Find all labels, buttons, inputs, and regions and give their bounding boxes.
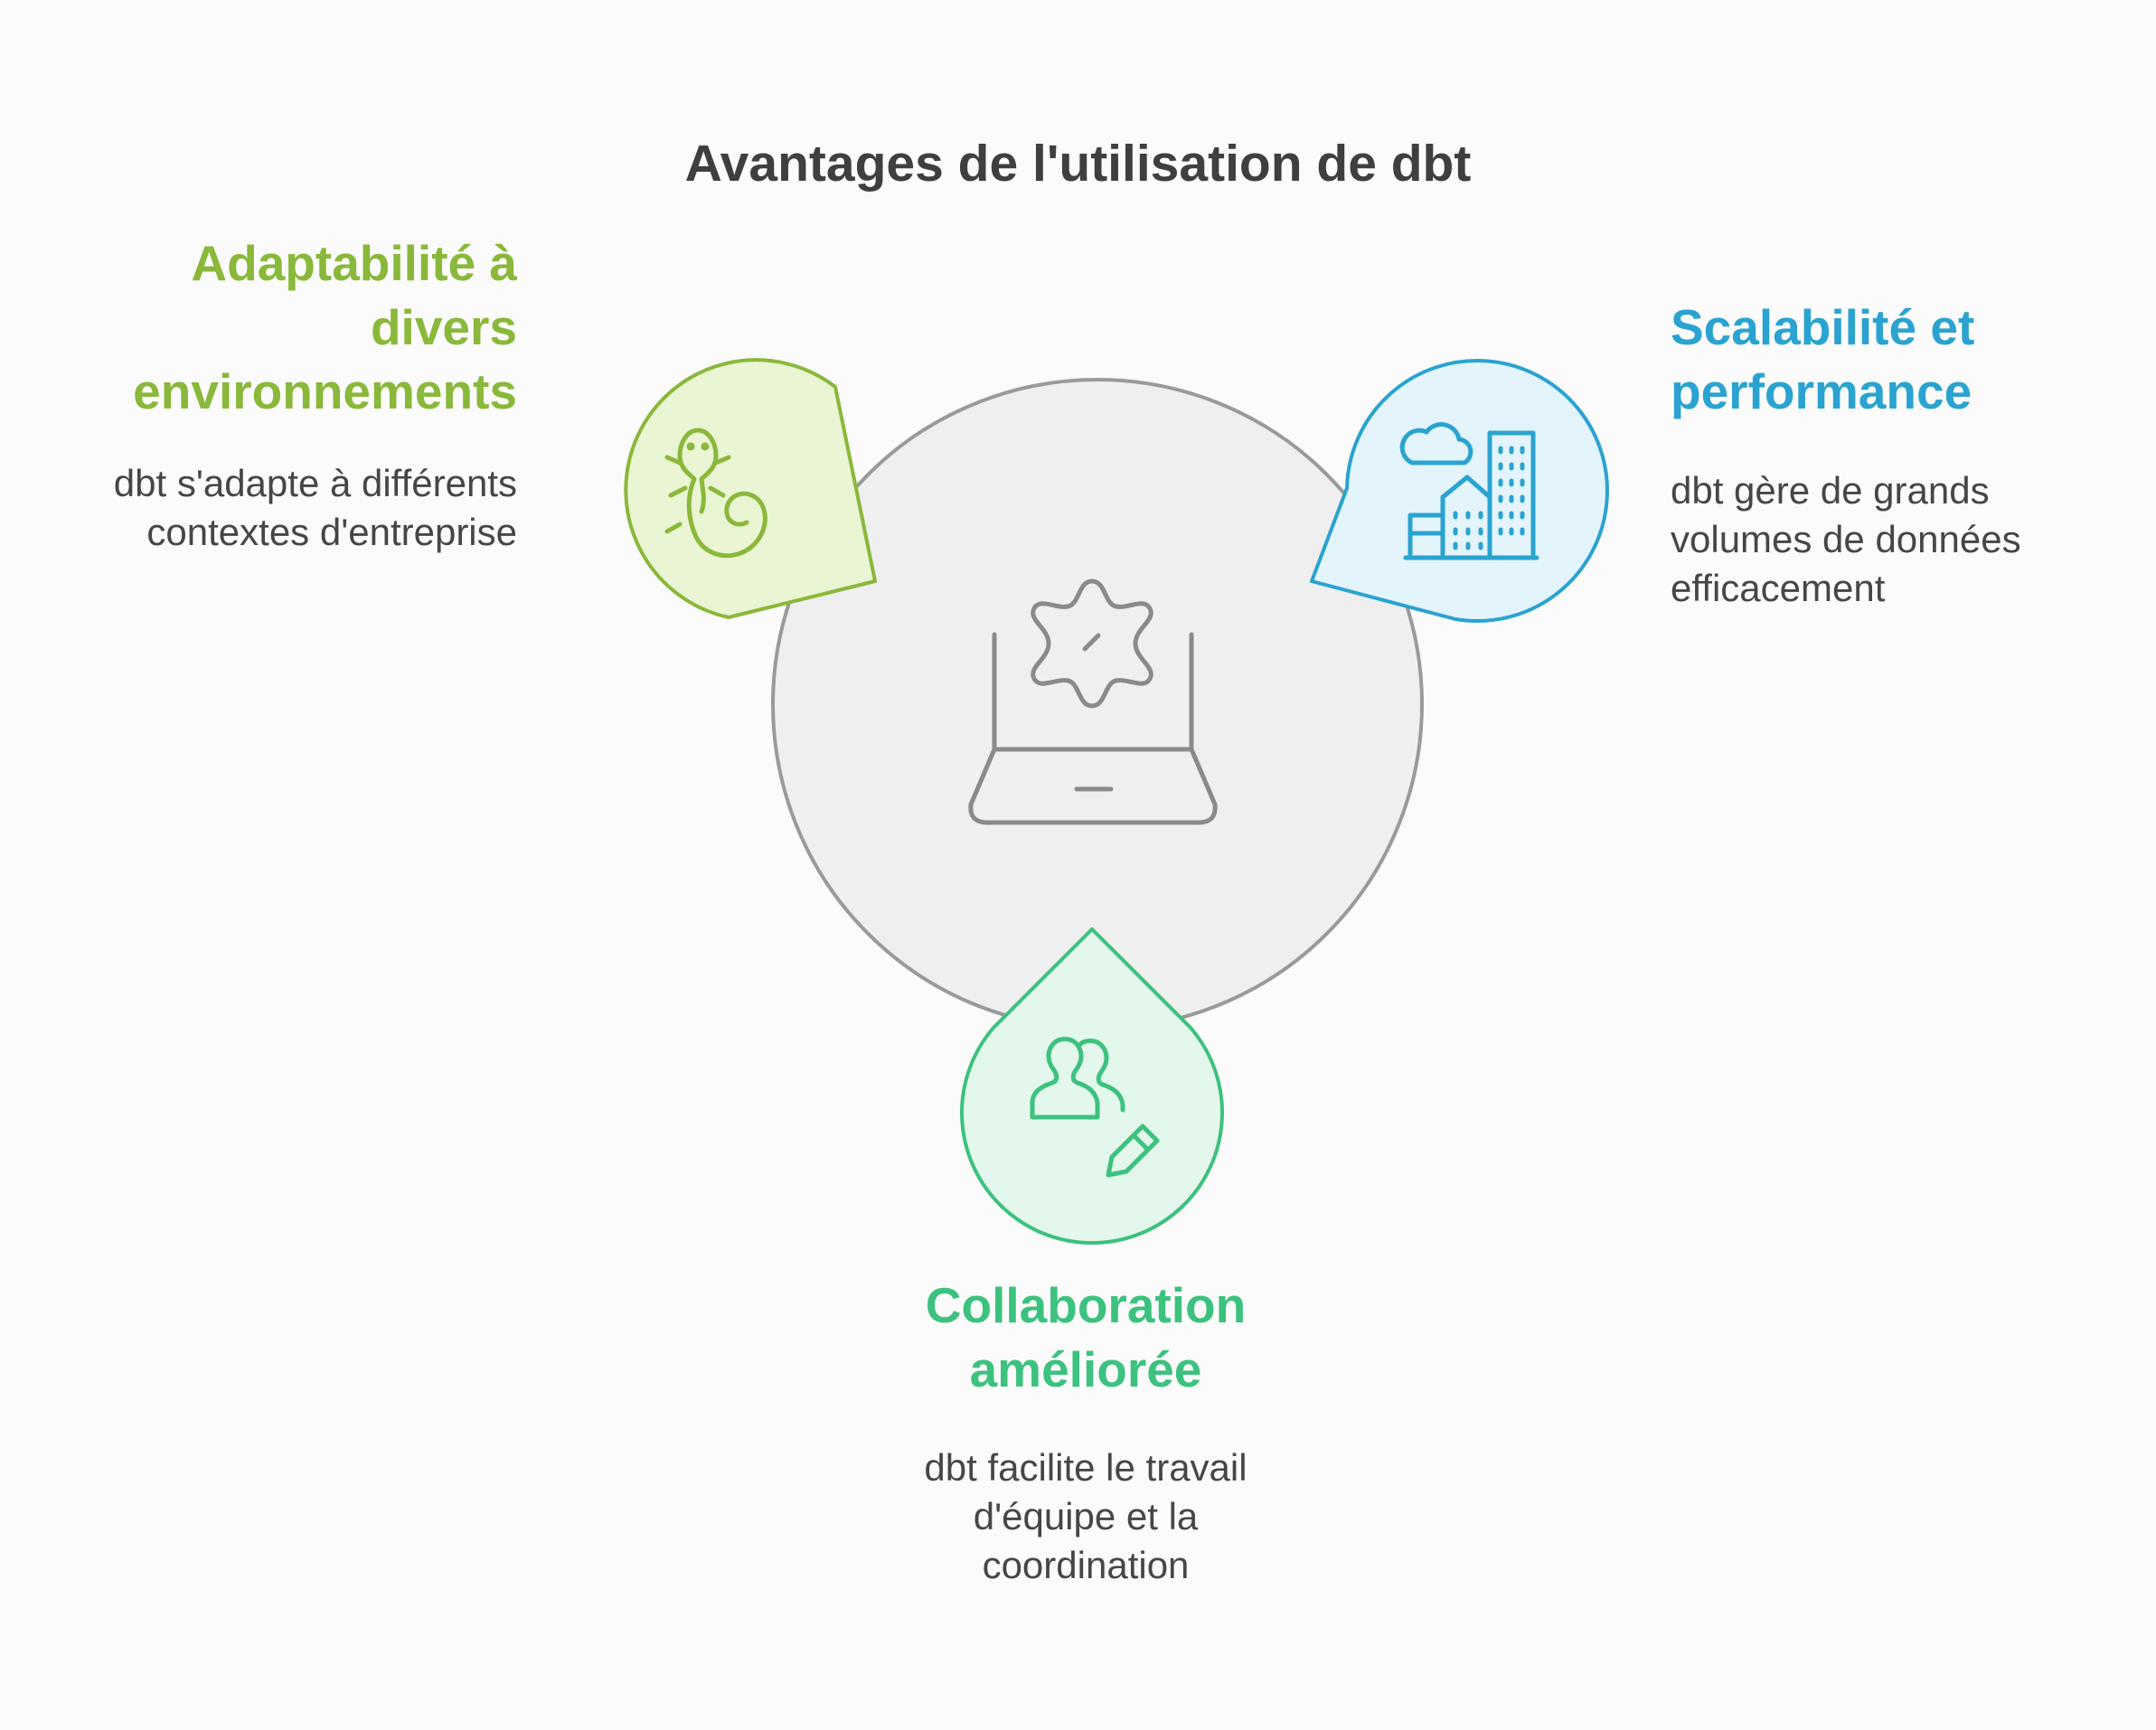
heading-line: Scalabilité et: [1671, 299, 1975, 355]
collaboration-description: dbt facilite le travail d'équipe et la c…: [814, 1443, 1358, 1590]
description-line: volumes de données: [1671, 518, 2021, 560]
users-edit-icon: [1030, 1037, 1160, 1178]
lizard-icon: [664, 428, 767, 559]
heading-line: performance: [1671, 363, 1972, 419]
adaptability-heading: Adaptabilité à divers environnements: [36, 231, 517, 424]
heading-line: environnements: [133, 363, 517, 419]
collaboration-heading: Collaboration améliorée: [814, 1274, 1358, 1402]
description-line: d'équipe et la: [973, 1495, 1199, 1537]
scalability-heading: Scalabilité et performance: [1671, 296, 2123, 424]
description-line: dbt gère de grands: [1671, 469, 1990, 512]
description-line: dbt s'adapte à différents: [113, 462, 517, 504]
heading-line: Collaboration: [925, 1277, 1247, 1333]
description-line: efficacement: [1671, 567, 1886, 609]
heading-line: améliorée: [969, 1341, 1202, 1397]
adaptability-drop: [624, 358, 877, 619]
scalability-description: dbt gère de grands volumes de données ef…: [1671, 466, 2123, 613]
adaptability-description: dbt s'adapte à différents contextes d'en…: [36, 459, 517, 557]
description-line: dbt facilite le travail: [924, 1446, 1247, 1489]
description-line: contextes d'entreprise: [146, 511, 517, 553]
heading-line: divers: [370, 299, 517, 355]
city-cloud-icon: [1399, 422, 1539, 560]
description-line: coordination: [982, 1544, 1190, 1586]
laptop-gear-icon: [968, 578, 1218, 825]
scalability-drop: [1310, 359, 1609, 623]
diagram-title: Avantages de l'utilisation de dbt: [684, 135, 1472, 193]
collaboration-drop: [960, 927, 1224, 1246]
heading-line: Adaptabilité à: [191, 235, 517, 291]
